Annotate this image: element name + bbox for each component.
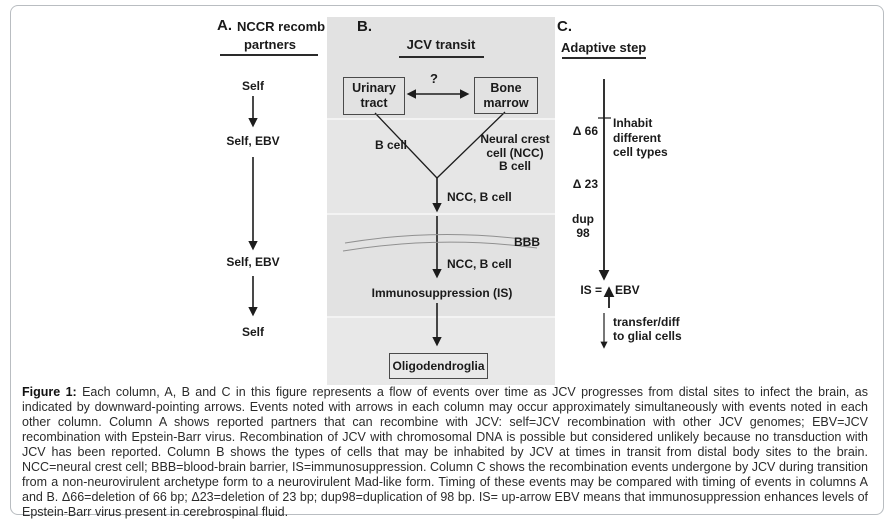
band-separator-1 [327,118,555,120]
ncc-bcell-label-2: NCC, B cell [447,257,512,271]
b-cell-label: B cell [375,138,408,152]
column-b-title: JCV transit [406,37,476,52]
timeline-band-1 [327,17,555,118]
node-self-2: Self [241,325,264,339]
inhabit-line1: Inhabit [613,116,653,130]
band-separator-3 [327,316,555,318]
ebv-label: EBV [615,283,640,297]
band-separator-2 [327,213,555,215]
bone-marrow-line1: Bone [490,80,522,95]
neural-crest-line2: cell (NCC) [486,145,544,160]
delta-66-label: Δ 66 [572,124,598,138]
column-c-underline [562,57,646,59]
delta-23-label: Δ 23 [572,177,598,191]
node-self-ebv-2: Self, EBV [226,255,280,269]
bbb-label: BBB [514,235,540,249]
column-a-label: A. [217,17,232,34]
inhabit-line2: different [613,130,661,145]
line-urinary-branch [374,112,438,179]
figure-caption-label: Figure 1: [22,385,77,399]
figure-caption: Figure 1: Each column, A, B and C in thi… [22,385,868,520]
node-self-ebv-1: Self, EBV [226,134,280,148]
urinary-tract-box: Urinary tract [343,77,405,115]
timeline-band-3 [327,215,555,316]
column-a-subtitle: partners [243,37,297,52]
column-a-title: NCCR recomb [237,19,326,34]
is-equals-label: IS = [580,283,602,297]
timeline-band-2 [327,120,555,213]
figure-caption-text: Each column, A, B and C in this figure r… [22,385,868,519]
bbb-arc-upper [344,234,537,244]
bone-marrow-box: Bone marrow [474,77,538,114]
inhabit-line3: cell types [613,145,668,159]
inhabit-label: Inhabit different cell types [613,116,668,160]
jcv-transit-panel [327,17,555,385]
dup-line1: dup [572,212,594,226]
bbb-arc-lower [342,241,538,252]
oligodendroglia-label: Oligodendroglia [392,358,485,373]
neural-crest-line3: B cell [498,159,531,173]
column-c-title: Adaptive step [561,40,647,55]
urinary-tract-line2: tract [360,96,388,110]
neural-crest-label: Neural crest cell (NCC) B cell [472,132,558,174]
dup-line2: 98 [576,225,590,240]
neural-crest-line1: Neural crest [480,132,550,146]
immunosuppression-label: Immunosuppression (IS) [371,286,513,300]
dup-98-label: dup 98 [567,212,599,240]
column-b-label: B. [357,18,372,35]
transfer-line1: transfer/diff [613,315,680,329]
node-self-1: Self [241,79,264,93]
question-mark-label: ? [430,71,438,86]
timeline-band-4 [327,318,555,385]
column-b-underline [399,56,484,58]
column-a-underline [220,54,318,56]
urinary-tract-line1: Urinary [352,81,396,95]
transfer-label: transfer/diff to glial cells [613,315,682,343]
column-c-label: C. [557,18,572,35]
bone-marrow-line2: marrow [483,95,529,110]
oligodendroglia-box: Oligodendroglia [389,353,488,379]
ncc-bcell-label-1: NCC, B cell [447,190,512,204]
line-bone-branch [436,111,506,179]
transfer-line2: to glial cells [613,329,682,343]
